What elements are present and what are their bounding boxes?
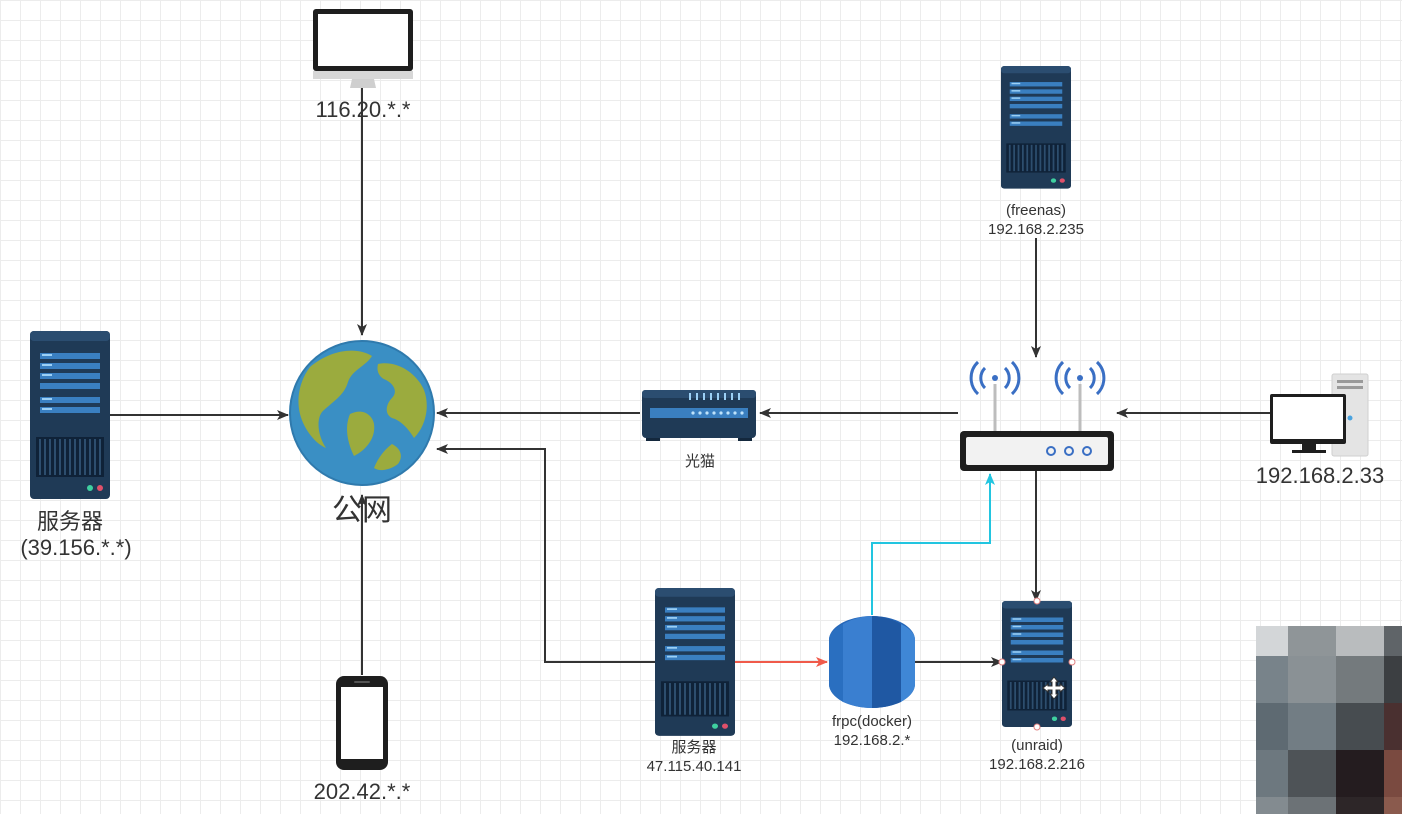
- globe-icon: [289, 340, 435, 486]
- pc-ip-label: 192.168.2.33: [1255, 463, 1385, 488]
- desktop-pc-icon: [1270, 373, 1369, 457]
- freenas-ip-label: 192.168.2.235: [988, 221, 1084, 238]
- monitor-icon: [313, 9, 413, 88]
- edge-frpc-to-router: [871, 473, 995, 615]
- docker-container-icon: [829, 616, 915, 708]
- phone-ip-label: 202.42.*.*: [313, 779, 411, 804]
- freenas-name-label: (freenas): [1005, 202, 1067, 219]
- freenas-server-icon: [1000, 65, 1072, 190]
- selection-handles: [998, 597, 1076, 731]
- server-left-icon: [29, 330, 111, 500]
- server-left-label: 服务器: [36, 509, 104, 534]
- frpc-name-label: frpc(docker): [831, 713, 913, 730]
- internet-label: 公网: [332, 494, 392, 527]
- unraid-name-label: (unraid): [1011, 737, 1063, 754]
- unraid-ip-label: 192.168.2.216: [989, 756, 1085, 773]
- frpc-ip-label: 192.168.2.*: [833, 732, 911, 749]
- server-mid-label: 服务器: [671, 739, 717, 756]
- server-mid-ip-label: 47.115.40.141: [646, 758, 742, 775]
- wifi-router-icon: [960, 360, 1114, 471]
- pixelated-overlay: [1256, 626, 1402, 814]
- server-left-ip-label: (39.156.*.*): [20, 535, 132, 560]
- unraid-server-icon: [1001, 600, 1073, 728]
- smartphone-icon: [336, 676, 388, 770]
- move-cursor-icon: [1042, 676, 1066, 700]
- monitor-ip-label: 116.20.*.*: [315, 97, 411, 122]
- modem-icon: [642, 390, 756, 441]
- modem-label: 光猫: [684, 453, 716, 470]
- server-mid-icon: [654, 587, 736, 737]
- edge-server-mid-to-internet: [436, 444, 655, 663]
